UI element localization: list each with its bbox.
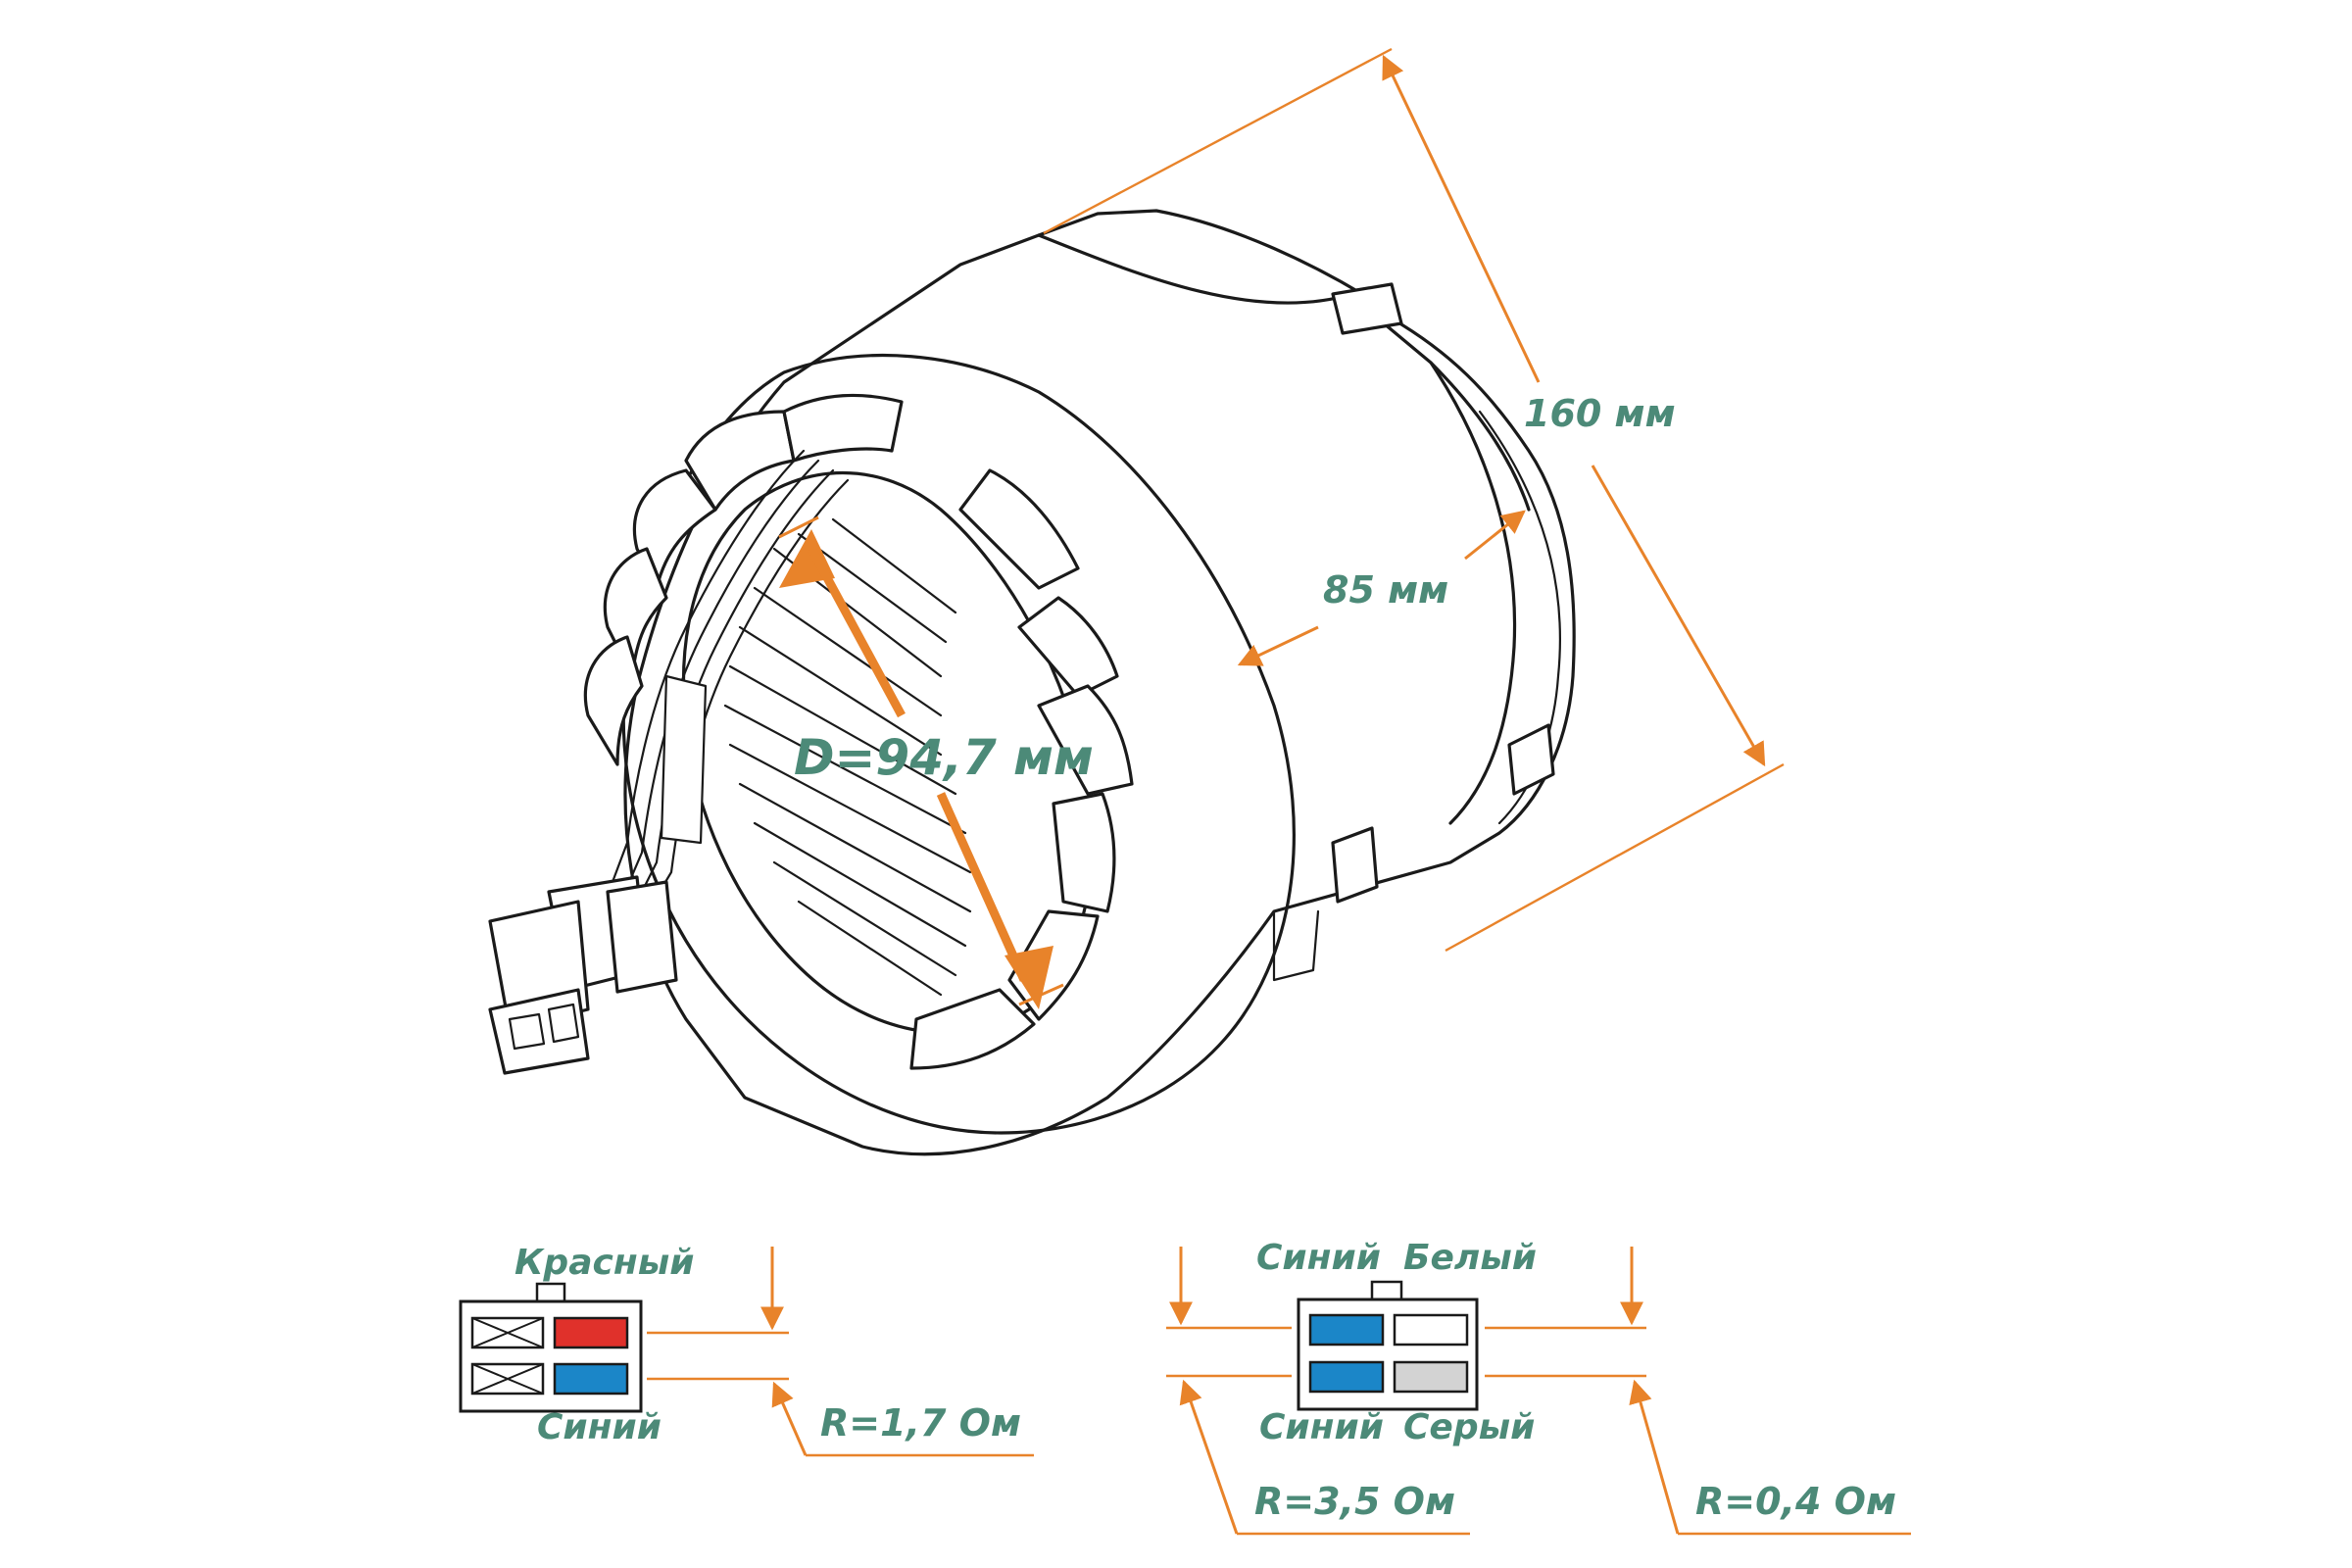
diameter-label: D=94,7 мм bbox=[794, 729, 1094, 786]
width-label: 85 мм bbox=[1323, 568, 1448, 612]
resistance-right-b: R=0,4 Ом bbox=[1695, 1480, 1896, 1523]
back-rim-top bbox=[1037, 233, 1354, 305]
connector-left: Красный Синий R=1,7 Ом bbox=[459, 1243, 1034, 1457]
lower-tab bbox=[1272, 909, 1320, 982]
connector-right: Синий Белый Синий Серый R=3,5 Ом R=0,4 О… bbox=[1166, 1238, 1911, 1536]
resistance-left: R=1,7 Ом bbox=[820, 1401, 1021, 1445]
pin-blue-bottom bbox=[1308, 1360, 1385, 1394]
wire-bundle bbox=[611, 449, 850, 899]
right-windings bbox=[909, 468, 1134, 1070]
stator-drawing bbox=[488, 209, 1576, 1156]
blue-top-label: Синий bbox=[1256, 1238, 1381, 1278]
pin-blue-top bbox=[1308, 1313, 1385, 1347]
pin-grey bbox=[1393, 1360, 1469, 1394]
pin-blue bbox=[553, 1362, 629, 1396]
pin-red bbox=[553, 1316, 629, 1349]
length-label: 160 мм bbox=[1524, 392, 1676, 435]
side-tab-1 bbox=[1507, 723, 1555, 796]
pin-white bbox=[1393, 1313, 1469, 1347]
grey-bottom-label: Серый bbox=[1403, 1407, 1535, 1447]
back-rim-inner bbox=[1429, 361, 1517, 825]
blue-wire-label: Синий bbox=[537, 1407, 662, 1447]
white-top-label: Белый bbox=[1403, 1238, 1537, 1278]
side-tab-2 bbox=[1331, 826, 1379, 904]
resistance-right-a: R=3,5 Ом bbox=[1254, 1480, 1455, 1523]
dimension-lines bbox=[778, 47, 1785, 1009]
red-wire-label: Красный bbox=[514, 1243, 694, 1283]
blue-bottom-label: Синий bbox=[1259, 1407, 1384, 1447]
top-tab bbox=[1331, 282, 1403, 335]
stator-connector bbox=[488, 875, 678, 1075]
left-windings bbox=[583, 393, 904, 766]
